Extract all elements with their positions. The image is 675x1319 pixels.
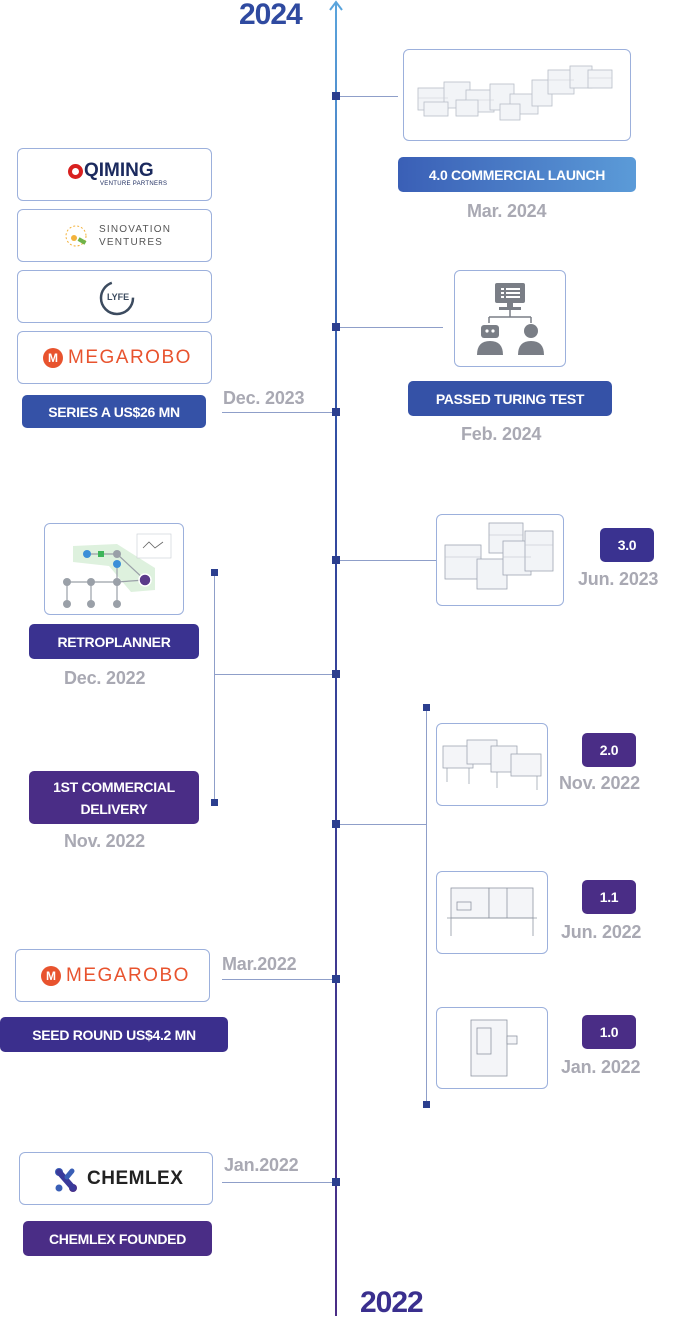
chemlex-logo-name: CHEMLEX — [87, 1168, 184, 1189]
commercial-launch-date: Mar. 2024 — [467, 201, 547, 221]
node-mar-2022 — [332, 975, 340, 983]
lyfe-logo-card: LYFE — [17, 270, 212, 323]
commercial-delivery-badge: 1ST COMMERCIAL DELIVERY — [29, 771, 199, 824]
connector-series-a — [222, 412, 332, 413]
lyfe-logo-name: LYFE — [107, 292, 130, 302]
robot-human-icon — [477, 283, 544, 355]
sinovation-logo-sub: VENTURES — [99, 237, 164, 248]
node-dec-2023 — [332, 408, 340, 416]
connector-versions — [340, 824, 426, 825]
connector-turing — [340, 327, 443, 328]
series-a-badge: SERIES A US$26 MN — [22, 395, 206, 428]
version-1-1-image — [436, 871, 548, 954]
connector-v3 — [340, 560, 436, 561]
series-a-date: Dec. 2023 — [223, 388, 305, 408]
qiming-logo: QIMING — [68, 160, 154, 182]
chemlex-logo-card: CHEMLEX — [19, 1152, 213, 1205]
sinovation-logo-name: SINOVATION — [99, 224, 172, 235]
workstation-1-0-illustration — [470, 1019, 518, 1077]
sinovation-icon — [65, 225, 87, 247]
turing-test-badge: PASSED TURING TEST — [408, 381, 612, 416]
node-feb-2024 — [332, 323, 340, 331]
version-2-badge: 2.0 — [582, 733, 636, 767]
turing-test-date: Feb. 2024 — [461, 424, 542, 444]
bracket-retro — [214, 572, 215, 802]
qiming-logo-sub: VENTURE PARTNERS — [100, 181, 168, 187]
connector-founded — [222, 1182, 332, 1183]
version-2-image — [436, 723, 548, 806]
retroplanner-image — [44, 523, 184, 615]
version-1-1-badge: 1.1 — [582, 880, 636, 914]
workstation-1-1-illustration — [447, 887, 537, 936]
timeline-axis — [329, 0, 343, 1316]
bracket-versions — [426, 708, 427, 1104]
commercial-delivery-date: Nov. 2022 — [64, 831, 145, 851]
bracket-versions-bottom — [423, 1101, 430, 1108]
seed-megarobo-logo-card: M MEGAROBO — [15, 949, 210, 1002]
megarobo-logo-card: M MEGAROBO — [17, 331, 212, 384]
chemlex-logo-icon — [55, 1168, 77, 1192]
year-2024-label: 2024 — [239, 0, 303, 31]
connector-retro — [214, 674, 332, 675]
node-nov-2022 — [332, 820, 340, 828]
megarobo-logo-name: MEGAROBO — [68, 347, 192, 368]
retroplanner-date: Dec. 2022 — [64, 668, 146, 688]
qiming-logo-card: QIMING VENTURE PARTNERS — [17, 148, 212, 201]
seed-megarobo-logo-name: MEGAROBO — [66, 965, 190, 986]
node-dec-2022 — [332, 670, 340, 678]
sinovation-logo-card: SINOVATION VENTURES — [17, 209, 212, 262]
chemlex-founded-date: Jan.2022 — [224, 1155, 299, 1175]
year-2022-label: 2022 — [360, 1286, 424, 1319]
retroplanner-badge: RETROPLANNER — [29, 624, 199, 659]
node-jun-2023 — [332, 556, 340, 564]
turing-test-image — [454, 270, 566, 367]
version-3-image — [436, 514, 564, 606]
connector-launch — [340, 96, 398, 97]
seed-megarobo-logo-icon: M — [41, 966, 61, 986]
node-jan-2022 — [332, 1178, 340, 1186]
version-1-0-badge: 1.0 — [582, 1015, 636, 1049]
bracket-versions-top — [423, 704, 430, 711]
version-1-0-image — [436, 1007, 548, 1089]
workstation-3-illustration — [444, 522, 554, 590]
connector-seed — [222, 979, 332, 980]
version-3-date: Jun. 2023 — [578, 569, 659, 589]
version-3-badge: 3.0 — [600, 528, 654, 562]
retrosynthesis-graph-illustration — [63, 533, 172, 608]
commercial-launch-image — [403, 49, 631, 141]
version-2-date: Nov. 2022 — [559, 773, 640, 793]
version-1-1-date: Jun. 2022 — [561, 922, 642, 942]
seed-round-badge: SEED ROUND US$4.2 MN — [0, 1017, 228, 1052]
bracket-retro-bottom — [211, 799, 218, 806]
seed-round-date: Mar.2022 — [222, 954, 297, 974]
bracket-retro-top — [211, 569, 218, 576]
node-mar-2024 — [332, 92, 340, 100]
commercial-launch-badge: 4.0 COMMERCIAL LAUNCH — [398, 157, 636, 192]
chemlex-founded-badge: CHEMLEX FOUNDED — [23, 1221, 212, 1256]
megarobo-logo-icon: M — [43, 348, 63, 368]
version-1-0-date: Jan. 2022 — [561, 1057, 641, 1077]
lyfe-ring-icon — [99, 280, 135, 316]
lab-layout-illustration — [417, 65, 613, 121]
workstation-2-illustration — [442, 739, 542, 790]
